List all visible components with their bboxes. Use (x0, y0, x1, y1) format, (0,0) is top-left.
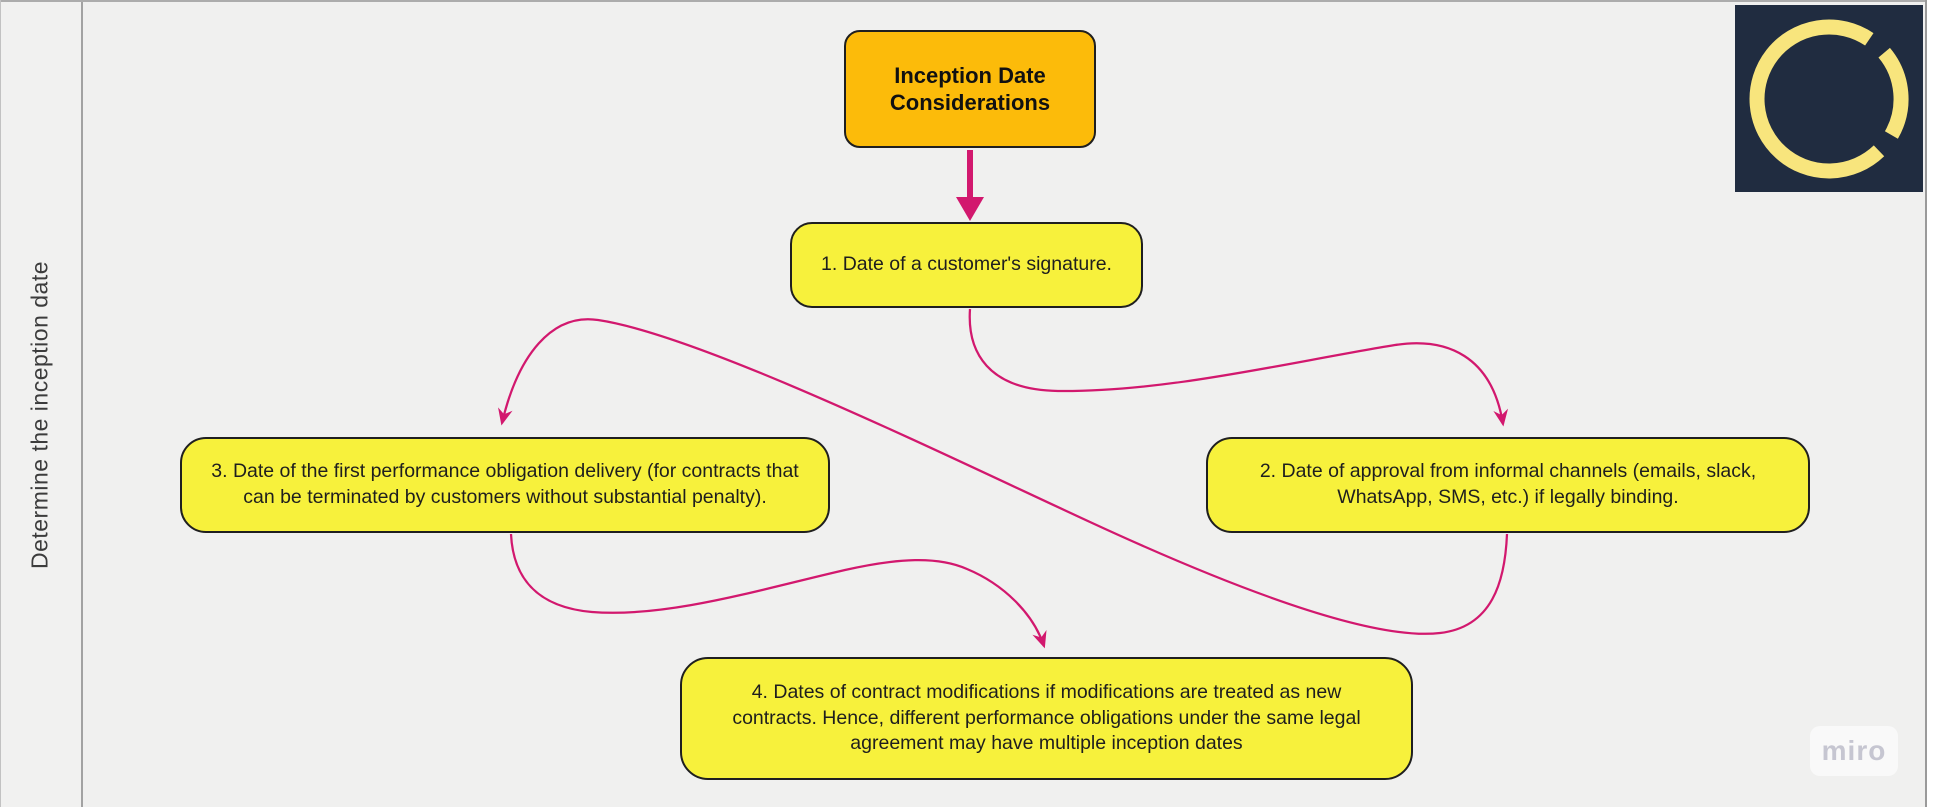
connector-2-to-3[interactable] (498, 318, 1509, 635)
title-node-label: Inception Date Considerations (889, 62, 1051, 116)
connector-title-to-1[interactable] (956, 150, 984, 221)
connector-3-to-4[interactable] (509, 533, 1047, 649)
node-4[interactable]: 4. Dates of contract modifications if mo… (680, 657, 1413, 780)
miro-watermark-label: miro (1821, 735, 1887, 766)
node-4-label: 4. Dates of contract modifications if mo… (732, 680, 1361, 755)
node-3-label: 3. Date of the first performance obligat… (211, 460, 799, 508)
node-3[interactable]: 3. Date of the first performance obligat… (180, 437, 830, 533)
node-2-label: 2. Date of approval from informal channe… (1259, 460, 1757, 508)
frame-title-label[interactable]: Determine the inception date (26, 260, 53, 570)
node-1-label: 1. Date of a customer's signature. (821, 253, 1112, 276)
left-border (0, 0, 1, 807)
node-2[interactable]: 2. Date of approval from informal channe… (1206, 437, 1810, 533)
top-border (0, 0, 1935, 2)
brand-logo[interactable] (1735, 5, 1923, 192)
frame-sidebar: Determine the inception date (0, 0, 83, 807)
node-1[interactable]: 1. Date of a customer's signature. (790, 222, 1143, 308)
miro-watermark[interactable]: miro (1810, 726, 1898, 776)
connector-1-to-2[interactable] (968, 308, 1509, 427)
title-node[interactable]: Inception Date Considerations (844, 30, 1096, 148)
right-border (1925, 0, 1935, 807)
circle-logo-icon (1749, 19, 1909, 179)
